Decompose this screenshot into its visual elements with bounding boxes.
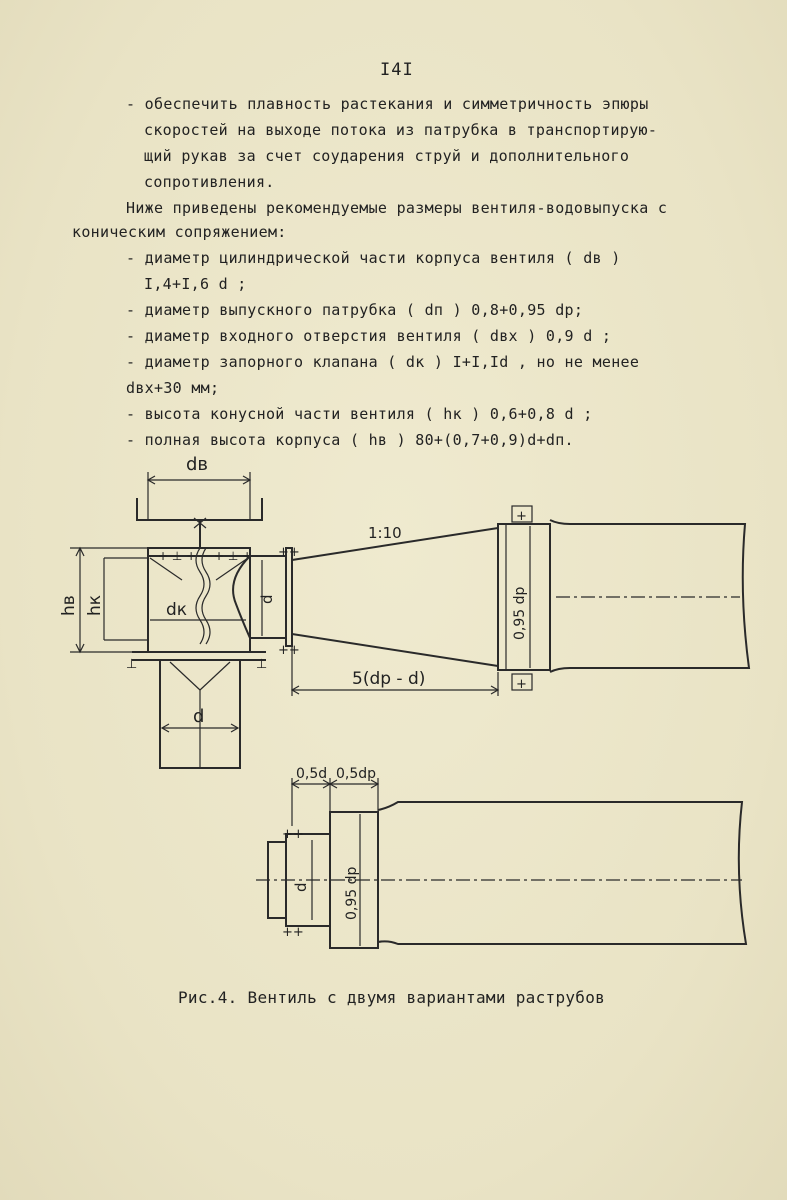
label-dp1: 0,95 dр [512,586,528,640]
text-line-13: - высота конусной части вентиля ( hк ) 0… [126,405,593,423]
label-slope: 1:10 [368,524,402,542]
text-line-6: коническим сопряжением: [72,223,287,241]
svg-text:++: ++ [282,925,304,940]
label-cone-length: 5(dр - d) [352,669,425,689]
label-dv: dв [186,454,208,475]
label-half-dp: 0,5dр [336,766,376,782]
text-line-11: - диаметр запорного клапана ( dк ) I+I,I… [126,353,640,371]
svg-text:+: + [516,677,527,692]
text-line-8: I,4+I,6 d ; [144,275,247,293]
text-line-7: - диаметр цилиндрической части корпуса в… [126,249,621,267]
label-d-nozzle: d [258,594,276,604]
svg-text:⊥: ⊥ [126,657,137,672]
text-line-14: - полная высота корпуса ( hв ) 80+(0,7+0… [126,431,574,449]
text-line-9: - диаметр выпускного патрубка ( dп ) 0,8… [126,301,584,319]
svg-text:⊥: ⊥ [256,657,267,672]
text-line-2: скоростей на выходе потока из патрубка в… [144,121,658,139]
text-line-4: сопротивления. [144,173,275,191]
label-hk: hк [85,595,105,616]
text-line-12: dвх+30 мм; [126,379,220,397]
svg-text:+: + [516,509,527,524]
text-line-5: Ниже приведены рекомендуемые размеры вен… [126,199,668,217]
text-line-10: - диаметр входного отверстия вентиля ( d… [126,327,612,345]
text-line-3: щий рукав за счет соударения струй и доп… [144,147,630,165]
svg-text:+ ⊥ +: + ⊥ + [214,549,252,563]
svg-text:+ ⊥ +: + ⊥ + [158,549,196,563]
page-number: I4I [380,60,414,80]
label-hv: hв [59,595,79,616]
second-variant-drawing: 0,5d 0,5dр ++ ++ d 0,95 dр [256,766,748,949]
figure-caption: Рис.4. Вентиль с двумя вариантами растру… [178,988,606,1007]
label-dp2: 0,95 dр [344,866,360,920]
label-d-second: d [292,882,310,892]
label-dk: dк [166,600,187,620]
svg-text:++: ++ [278,643,300,658]
svg-text:++: ++ [282,827,304,842]
valve-body-drawing: dв + ⊥ + + ⊥ + dк ⊥ [59,454,751,769]
svg-text:++: ++ [278,545,300,560]
label-d-lower: d [193,706,204,727]
label-half-d: 0,5d [296,766,327,782]
text-line-1: - обеспечить плавность растекания и симм… [126,95,649,113]
